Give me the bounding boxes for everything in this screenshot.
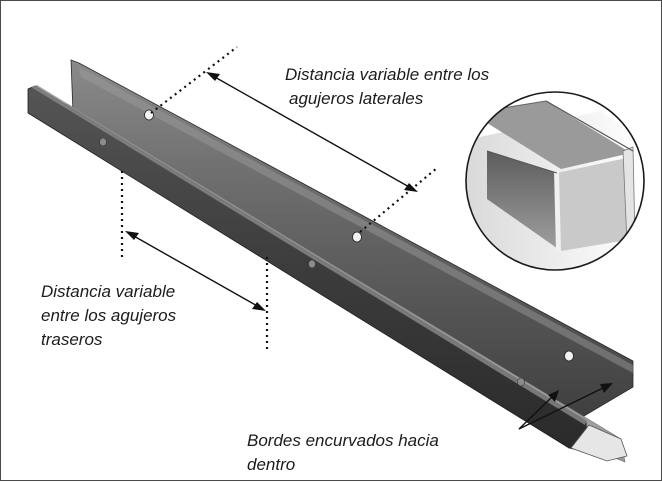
rear-hole-dimension-arrow bbox=[125, 231, 266, 311]
rail-end-cap bbox=[570, 424, 628, 462]
side-hole-3 bbox=[564, 350, 574, 362]
rail-front-edge-highlight bbox=[31, 85, 587, 425]
rear-holes-label-line-2: entre los agujeros bbox=[41, 306, 177, 325]
detail-magnifier bbox=[465, 91, 645, 271]
rear-holes-label-line-1: Distancia variable bbox=[41, 282, 176, 301]
rear-holes-label: Distancia variable entre los agujeros tr… bbox=[41, 280, 176, 352]
side-holes-label-line-1: Distancia variable entre los bbox=[285, 65, 490, 84]
rear-hole-3 bbox=[517, 377, 525, 387]
bent-edges-label-line-2: dentro bbox=[247, 455, 296, 474]
side-extension-line-1 bbox=[150, 46, 238, 114]
side-holes-label-line-2: agujeros laterales bbox=[289, 89, 424, 108]
detail-top-flange bbox=[471, 101, 631, 169]
side-holes-label: Distancia variable entre los agujeros la… bbox=[285, 63, 489, 111]
rail-back-flange-highlight bbox=[79, 67, 633, 373]
detail-inner-edge bbox=[554, 171, 561, 251]
side-hole-2 bbox=[352, 231, 362, 243]
bent-edges-label-line-1: Bordes encurvados hacia bbox=[247, 431, 439, 450]
bent-edges-label: Bordes encurvados hacia dentro bbox=[247, 429, 439, 477]
side-hole-dimension-arrow bbox=[206, 72, 418, 192]
rear-holes-label-line-3: traseros bbox=[41, 330, 103, 349]
detail-channel-floor bbox=[557, 157, 633, 251]
rear-hole-2 bbox=[308, 259, 316, 269]
u-channel-rail bbox=[27, 59, 634, 463]
rear-hole-dimension bbox=[120, 171, 269, 351]
side-hole-dimension bbox=[150, 46, 438, 233]
detail-inner-wall bbox=[487, 151, 561, 251]
bent-edges-leaders bbox=[518, 383, 613, 430]
rear-hole-1 bbox=[99, 137, 107, 147]
